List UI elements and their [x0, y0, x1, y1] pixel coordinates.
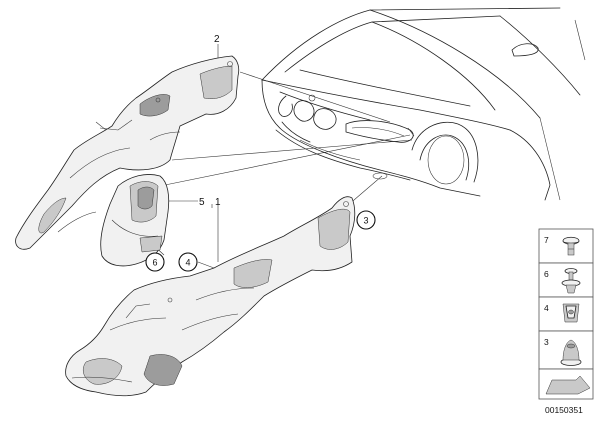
plug-icon	[560, 339, 582, 366]
part-label-5: 5	[199, 197, 205, 208]
callout-6: 6	[145, 252, 165, 272]
part-5-splash-shield	[100, 174, 170, 267]
callout-3-label: 3	[363, 216, 368, 226]
legend-number-4: 4	[544, 303, 549, 313]
callout-3: 3	[356, 210, 376, 230]
legend-number-7: 7	[544, 235, 549, 245]
legend-number-3: 3	[544, 337, 549, 347]
callout-6-label: 6	[152, 258, 157, 268]
part-label-2: 2	[214, 34, 220, 45]
callout-4-label: 4	[185, 258, 190, 268]
callout-4: 4	[178, 252, 198, 272]
diagram-code: 00150351	[545, 405, 583, 415]
expanding-rivet-icon	[561, 268, 581, 294]
legend-number-6: 6	[544, 269, 549, 279]
car-outline-illustration	[261, 7, 586, 201]
part-2-upper-wheel-arch-cover	[15, 55, 240, 250]
clip-nut-icon	[562, 303, 580, 323]
push-rivet-icon	[562, 236, 580, 256]
fastener-legend: 7 6 4 3	[538, 228, 594, 400]
part-label-1: 1	[215, 197, 221, 208]
part-1-lower-wheel-arch-cover	[65, 196, 356, 397]
arrow-icon	[545, 375, 591, 395]
